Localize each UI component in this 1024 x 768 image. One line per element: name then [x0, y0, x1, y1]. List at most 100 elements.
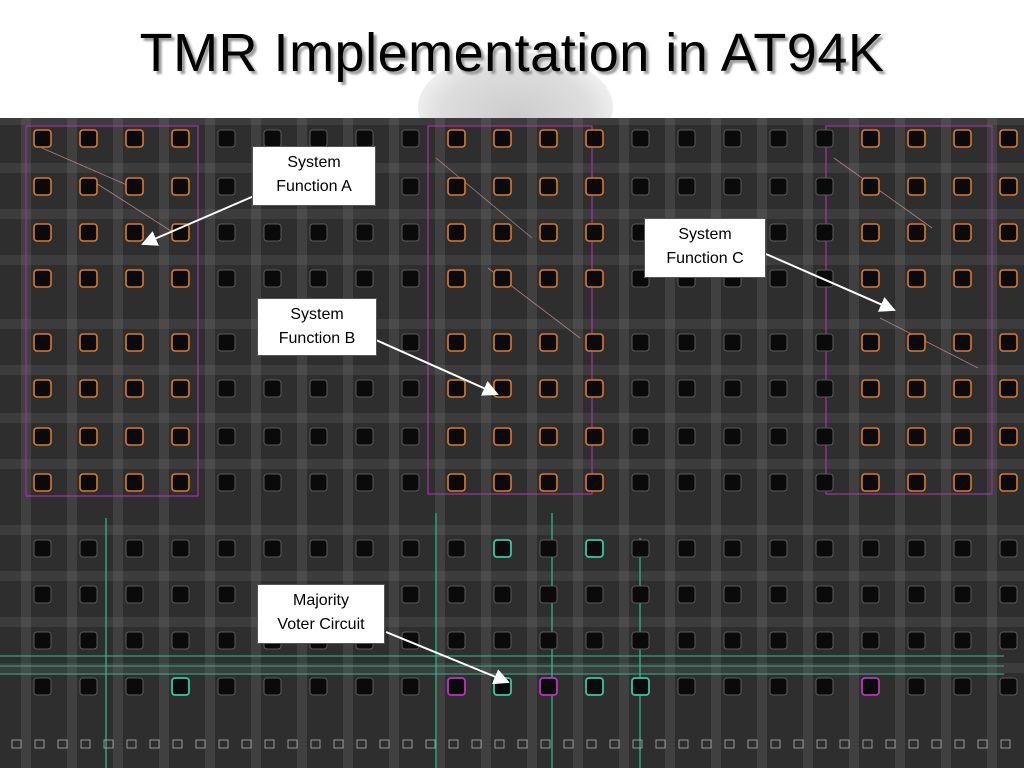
logic-cell — [631, 539, 650, 558]
callout-text-line: Voter Circuit — [277, 616, 365, 633]
logic-cell — [125, 631, 144, 650]
logic-cell — [815, 585, 834, 604]
logic-cell — [861, 333, 880, 352]
logic-cell — [125, 585, 144, 604]
callout-system-function-c: System Function C — [644, 218, 766, 278]
logic-cell — [999, 539, 1018, 558]
logic-cell — [125, 333, 144, 352]
logic-cell — [861, 379, 880, 398]
logic-cell — [171, 333, 190, 352]
logic-cell — [907, 223, 926, 242]
logic-cell — [815, 269, 834, 288]
logic-cell — [539, 269, 558, 288]
logic-cell — [79, 473, 98, 492]
logic-cell — [815, 427, 834, 446]
io-pad — [264, 739, 275, 749]
io-pad — [839, 739, 850, 749]
io-pad — [494, 739, 505, 749]
logic-cell — [953, 379, 972, 398]
logic-cell — [33, 473, 52, 492]
io-pad — [770, 739, 781, 749]
logic-cell — [539, 473, 558, 492]
io-pad — [1000, 739, 1011, 749]
logic-cell — [79, 677, 98, 696]
logic-cell — [309, 539, 328, 558]
callout-text-line: Function A — [276, 178, 352, 195]
logic-cell — [309, 269, 328, 288]
logic-cell — [953, 427, 972, 446]
logic-cell — [401, 631, 420, 650]
logic-cell — [33, 631, 52, 650]
logic-cell — [677, 473, 696, 492]
io-pad — [402, 739, 413, 749]
logic-cell — [631, 129, 650, 148]
logic-cell — [33, 539, 52, 558]
logic-cell — [33, 677, 52, 696]
io-pad — [517, 739, 528, 749]
logic-cell — [769, 677, 788, 696]
logic-cell — [493, 539, 512, 558]
logic-cell — [401, 379, 420, 398]
logic-cell — [309, 223, 328, 242]
logic-cell — [171, 585, 190, 604]
logic-cell — [263, 223, 282, 242]
logic-cell — [585, 631, 604, 650]
logic-cell — [769, 223, 788, 242]
logic-cell — [585, 177, 604, 196]
logic-cell — [539, 585, 558, 604]
logic-cell — [217, 677, 236, 696]
logic-cell — [355, 223, 374, 242]
logic-cell — [355, 379, 374, 398]
logic-cell — [585, 473, 604, 492]
logic-cell — [631, 585, 650, 604]
logic-cell — [493, 677, 512, 696]
logic-cell — [677, 539, 696, 558]
logic-cell — [769, 333, 788, 352]
logic-cell — [539, 177, 558, 196]
logic-cell — [493, 585, 512, 604]
logic-cell — [539, 129, 558, 148]
logic-cell — [631, 177, 650, 196]
logic-cell — [953, 177, 972, 196]
logic-cell — [723, 585, 742, 604]
logic-cell — [401, 223, 420, 242]
logic-cell — [815, 473, 834, 492]
logic-cell — [171, 427, 190, 446]
logic-cell — [907, 129, 926, 148]
logic-cell — [769, 473, 788, 492]
logic-cell — [217, 269, 236, 288]
logic-cell — [355, 427, 374, 446]
callout-text-line: System — [287, 154, 341, 171]
logic-cell — [585, 379, 604, 398]
logic-cell — [861, 269, 880, 288]
logic-cell — [723, 427, 742, 446]
io-pad — [287, 739, 298, 749]
logic-cell — [999, 677, 1018, 696]
io-pad — [425, 739, 436, 749]
logic-cell — [677, 129, 696, 148]
logic-cell — [907, 585, 926, 604]
logic-cell — [493, 631, 512, 650]
logic-cell — [861, 539, 880, 558]
logic-cell — [907, 631, 926, 650]
logic-cell — [723, 473, 742, 492]
logic-cell — [309, 473, 328, 492]
io-pad — [11, 739, 22, 749]
io-pad — [724, 739, 735, 749]
logic-cell — [539, 677, 558, 696]
logic-cell — [953, 539, 972, 558]
logic-cell — [217, 333, 236, 352]
logic-cell — [677, 631, 696, 650]
io-pad — [862, 739, 873, 749]
logic-cell — [585, 223, 604, 242]
io-pad — [977, 739, 988, 749]
logic-cell — [861, 585, 880, 604]
function-region-boundary — [25, 125, 199, 497]
io-pad — [195, 739, 206, 749]
io-pad — [540, 739, 551, 749]
logic-cell — [953, 269, 972, 288]
logic-cell — [217, 379, 236, 398]
logic-cell — [217, 631, 236, 650]
io-pad — [701, 739, 712, 749]
logic-cell — [309, 379, 328, 398]
